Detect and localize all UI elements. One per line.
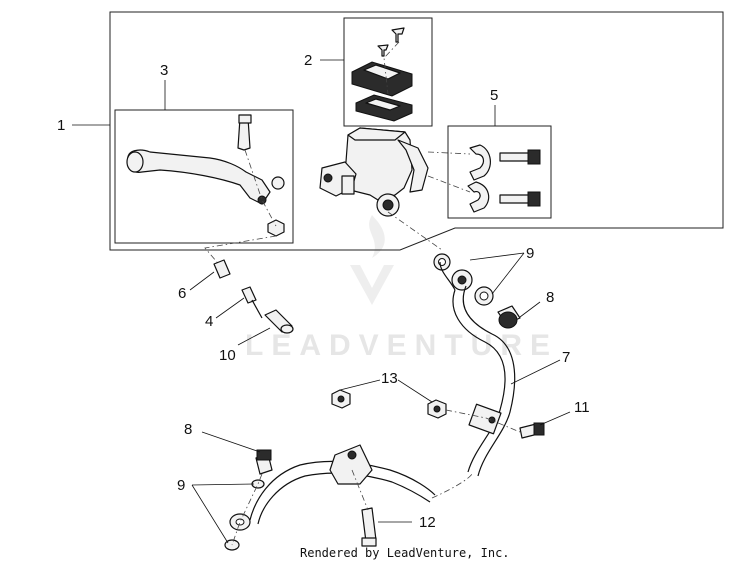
assembly-frame [109, 11, 724, 251]
bolt-11-axis [445, 409, 521, 433]
clamp-frame [447, 125, 552, 219]
clamp-axis-lower [427, 175, 471, 193]
banjo-fitting-upper [451, 269, 473, 291]
leader-4 [215, 297, 245, 319]
cap-axis [383, 41, 400, 95]
callout-3: 3 [160, 62, 168, 79]
hose-clamp [468, 403, 502, 435]
banjo-fitting-lower [229, 513, 251, 531]
callout-12: 12 [419, 514, 436, 531]
flame-logo-icon [369, 215, 385, 258]
leader-11 [539, 411, 571, 426]
callout-11: 11 [574, 399, 590, 416]
master-cylinder [319, 127, 429, 217]
leader-9-lower [191, 483, 255, 544]
callout-4: 4 [205, 313, 213, 330]
callout-5: 5 [490, 87, 498, 104]
callout-13: 13 [381, 370, 398, 387]
clamp-axis-upper [427, 151, 471, 155]
watermark: LEADVENTURE [245, 215, 558, 362]
bolt-12 [361, 507, 377, 547]
leader-8-upper [519, 301, 541, 318]
lever-frame [114, 109, 294, 244]
brake-hose [439, 261, 516, 477]
hose-connection-dash [431, 473, 473, 499]
hose-bracket [329, 444, 373, 485]
crush-washer-upper-1 [433, 253, 451, 271]
callout-8-upper: 8 [546, 289, 554, 306]
footer-credit: Rendered by LeadVenture, Inc. [300, 546, 510, 560]
flange-nut-1 [331, 389, 351, 409]
crush-washer-upper-2 [474, 286, 494, 306]
callout-8-lower: 8 [184, 421, 192, 438]
leader-7 [510, 359, 561, 385]
callout-1: 1 [57, 117, 65, 134]
bolt-11 [519, 422, 545, 439]
pushrod-axis [204, 235, 277, 269]
pushrod-boot [213, 259, 231, 279]
handlebar-clamp [467, 144, 541, 213]
reservoir-cap [351, 27, 413, 122]
leader-8-lower [201, 431, 261, 453]
callout-10: 10 [219, 347, 236, 364]
lever-pivot-axis [244, 149, 277, 227]
leader-6 [189, 271, 215, 291]
clamp-bolt-upper [499, 149, 541, 165]
callout-9-upper: 9 [526, 245, 534, 262]
leader-13 [339, 379, 433, 403]
v-logo-icon [350, 265, 394, 305]
leader-9-upper [469, 252, 525, 295]
pushrod-pin-end [280, 324, 294, 334]
reservoir-cap-frame [343, 17, 433, 127]
banjo-bolt-upper [497, 305, 521, 329]
pushrod [241, 286, 263, 319]
callout-7: 7 [562, 349, 570, 366]
banjo-bolt-lower [255, 449, 273, 475]
callout-6: 6 [178, 285, 186, 302]
clamp-bolt-lower [499, 191, 541, 207]
leader-10 [237, 327, 271, 346]
brake-hose-lower [249, 444, 473, 525]
cylinder-outlet-axis [387, 211, 443, 251]
watermark-text: LEADVENTURE [245, 329, 558, 362]
callout-2: 2 [304, 52, 312, 69]
brake-lever [126, 114, 285, 237]
flange-nut-2 [427, 399, 447, 419]
callout-9-lower: 9 [177, 477, 185, 494]
lower-banjo-axis [231, 473, 263, 546]
